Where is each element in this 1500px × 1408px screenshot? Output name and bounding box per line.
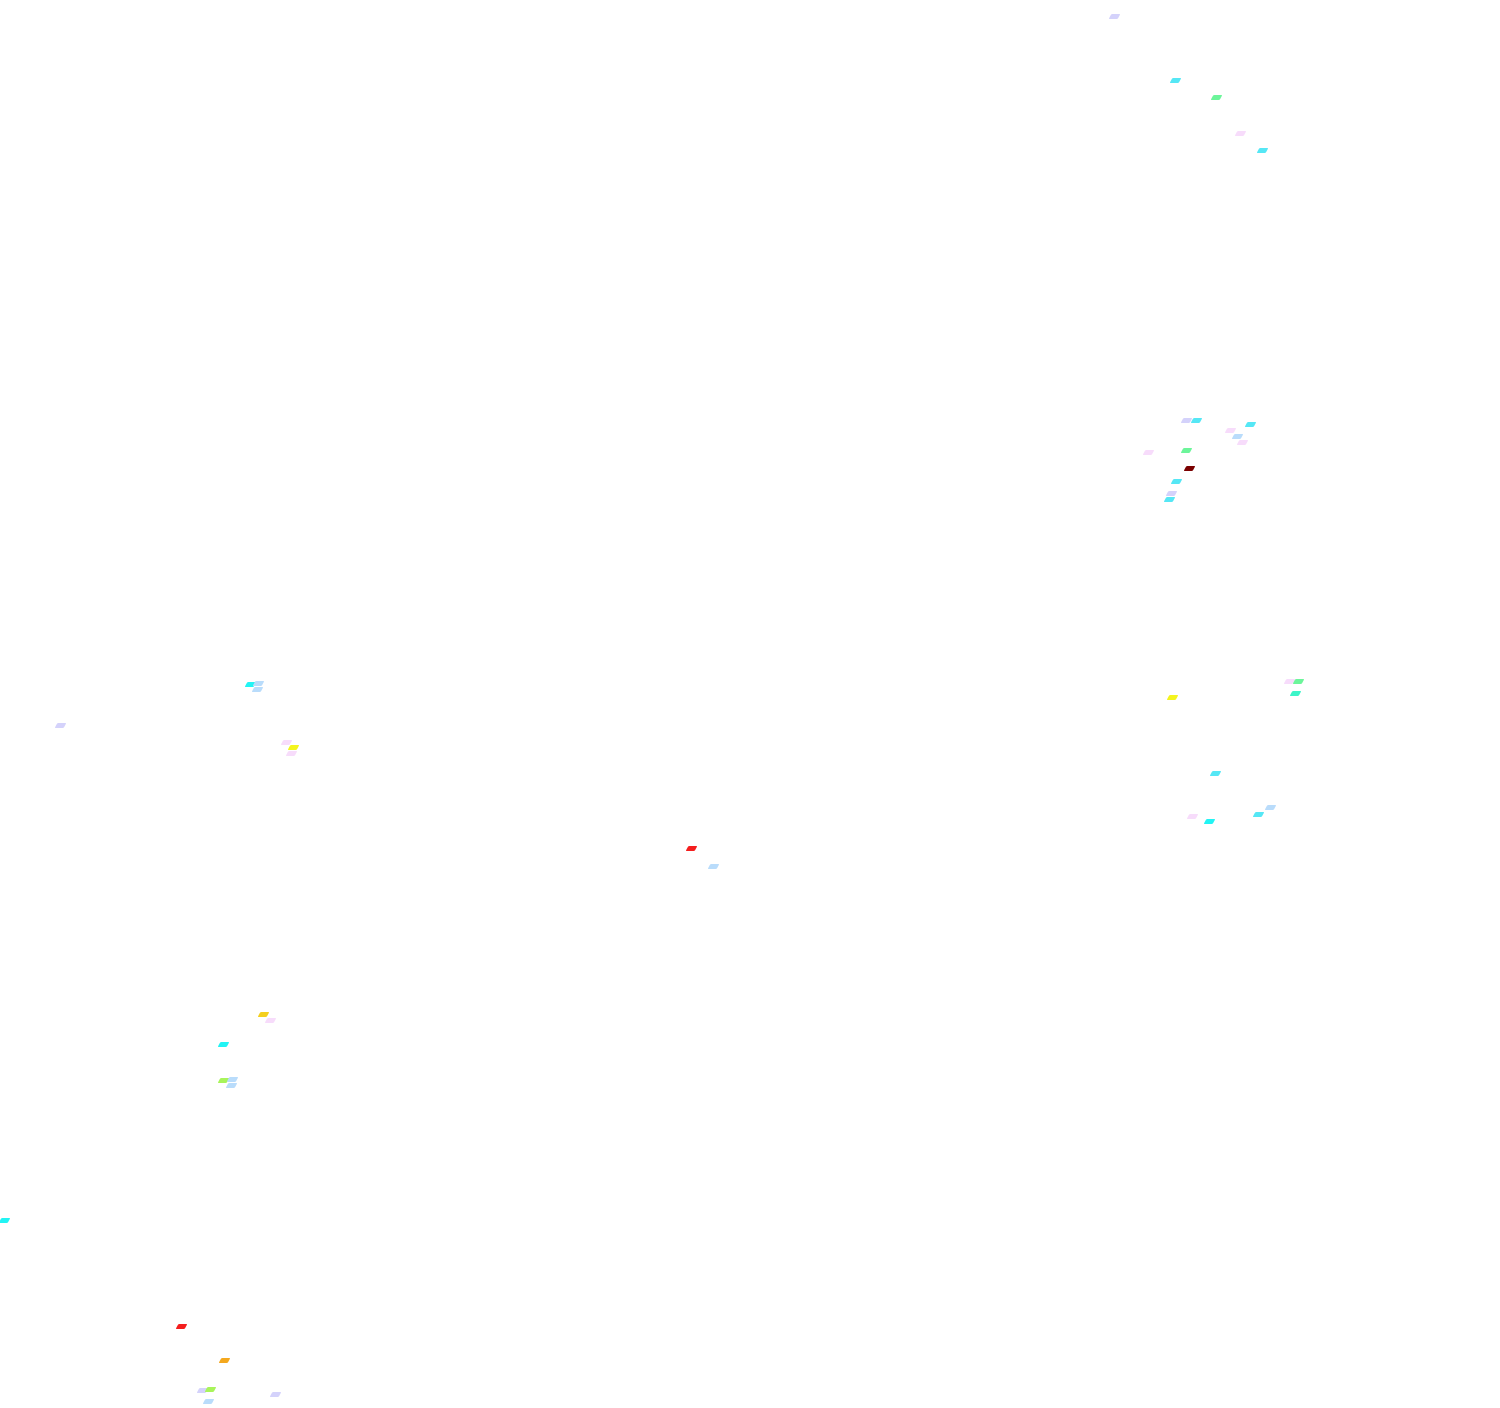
color-speck (217, 1042, 230, 1047)
color-speck (1231, 434, 1244, 439)
color-speck (218, 1358, 231, 1363)
color-speck (1244, 422, 1257, 427)
color-speck (1108, 14, 1121, 19)
color-speck (1264, 805, 1277, 810)
color-speck (175, 1324, 188, 1329)
color-speck (1163, 497, 1176, 502)
color-speck (1224, 428, 1237, 433)
color-speck (1252, 812, 1265, 817)
color-speck (285, 751, 298, 756)
color-speck (1169, 78, 1182, 83)
color-speck (1203, 819, 1216, 824)
color-speck (269, 1392, 282, 1397)
color-speck (251, 687, 264, 692)
color-speck (0, 1218, 11, 1223)
color-speck (685, 846, 698, 851)
color-speck (1234, 131, 1247, 136)
color-speck (1186, 814, 1199, 819)
color-speck (264, 1018, 277, 1023)
color-speck (1292, 679, 1305, 684)
color-speck (1256, 148, 1269, 153)
color-speck (225, 1083, 238, 1088)
color-speck (204, 1387, 217, 1392)
color-speck (1180, 448, 1193, 453)
color-speck (226, 1077, 239, 1082)
color-speck (1183, 466, 1196, 471)
color-speck (1170, 479, 1183, 484)
color-speck (1210, 95, 1223, 100)
color-speck (1289, 691, 1302, 696)
color-speck (1236, 440, 1249, 445)
color-speck (1190, 418, 1203, 423)
color-speck (252, 681, 265, 686)
color-speck (1209, 771, 1222, 776)
color-speck (1142, 450, 1155, 455)
color-speck (54, 723, 67, 728)
color-speck (202, 1399, 215, 1404)
color-speck (1166, 695, 1179, 700)
color-speck (257, 1012, 270, 1017)
color-speck (707, 864, 720, 869)
color-speck (1165, 491, 1178, 496)
color-speck (287, 745, 300, 750)
